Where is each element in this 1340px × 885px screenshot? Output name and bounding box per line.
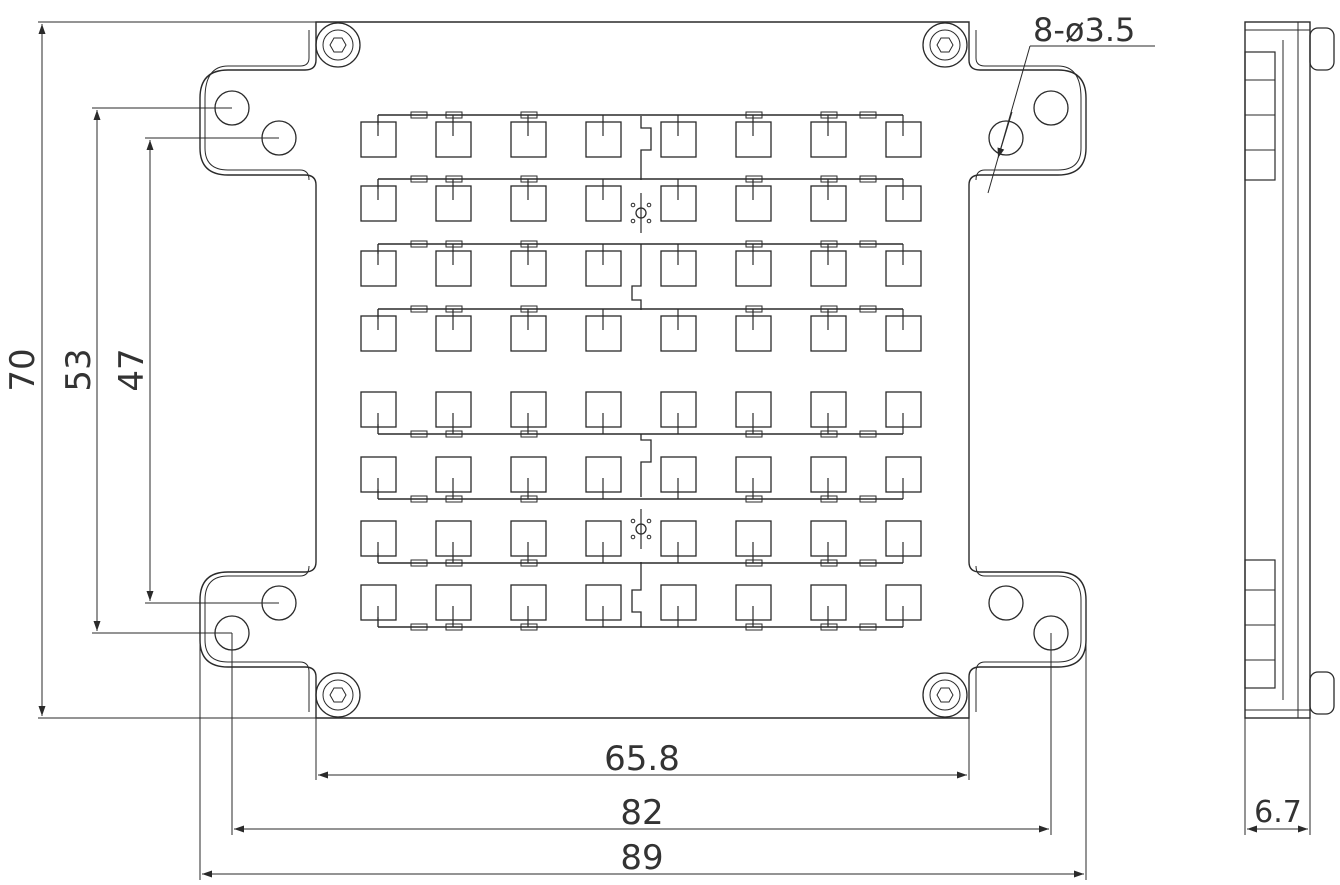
transformer-block	[520, 240, 538, 248]
coax-feed-point	[635, 207, 647, 219]
transformer-block	[820, 175, 838, 183]
transformer-block	[410, 240, 428, 248]
transformer-block	[745, 175, 763, 183]
corner-screw	[315, 672, 361, 718]
transformer-block	[445, 430, 463, 438]
transformer-block	[445, 240, 463, 248]
dim-6-7: 6.7	[1254, 795, 1302, 830]
transformer-block	[520, 111, 538, 119]
side-connector-bottom	[1244, 559, 1276, 689]
side-screw-head-bottom	[1309, 671, 1335, 715]
transformer-block	[445, 111, 463, 119]
dim-47: 47	[112, 348, 152, 391]
dimension-lines	[38, 21, 1311, 880]
side-view	[1244, 21, 1335, 719]
mounting-hole	[988, 585, 1024, 621]
transformer-block	[745, 495, 763, 503]
transformer-block	[410, 495, 428, 503]
ear-inner-line-bl	[204, 565, 310, 712]
center-feed-jog	[640, 116, 652, 180]
dim-53: 53	[59, 348, 99, 391]
transformer-block	[820, 111, 838, 119]
via-hole	[630, 218, 636, 224]
via-hole	[630, 534, 636, 540]
transformer-block	[520, 305, 538, 313]
transformer-block	[520, 623, 538, 631]
transformer-block	[820, 623, 838, 631]
transformer-block	[820, 430, 838, 438]
ear-inner-line-tl	[204, 30, 310, 181]
transformer-block	[859, 305, 877, 313]
side-screw-head-top	[1309, 27, 1335, 71]
transformer-block	[410, 559, 428, 567]
front-view	[199, 21, 1087, 719]
hole-callout: 8-ø3.5	[1033, 11, 1135, 49]
transformer-block	[859, 559, 877, 567]
transformer-block	[445, 623, 463, 631]
transformer-block	[445, 305, 463, 313]
transformer-block	[859, 175, 877, 183]
center-feed-jog	[640, 434, 652, 497]
transformer-block	[745, 240, 763, 248]
via-hole	[646, 218, 652, 224]
base-plate-outline	[199, 21, 1087, 719]
transformer-block	[859, 623, 877, 631]
transformer-block	[745, 305, 763, 313]
dim-70: 70	[3, 348, 43, 391]
transformer-block	[820, 559, 838, 567]
corner-screw	[922, 672, 968, 718]
side-connector-top	[1244, 51, 1276, 181]
center-feed-jog	[631, 244, 642, 310]
transformer-block	[859, 240, 877, 248]
ear-inner-line-tr	[975, 30, 1082, 181]
transformer-block	[859, 430, 877, 438]
transformer-block	[745, 559, 763, 567]
transformer-block	[520, 175, 538, 183]
dim-82: 82	[620, 793, 663, 833]
transformer-block	[820, 305, 838, 313]
transformer-block	[445, 175, 463, 183]
via-hole	[630, 518, 636, 524]
transformer-block	[410, 430, 428, 438]
dim-65-8: 65.8	[604, 739, 680, 779]
mounting-hole	[988, 120, 1024, 156]
transformer-block	[520, 430, 538, 438]
transformer-block	[410, 623, 428, 631]
transformer-block	[410, 305, 428, 313]
ear-inner-line-br	[975, 565, 1082, 712]
via-hole	[646, 518, 652, 524]
transformer-block	[445, 559, 463, 567]
side-body	[1244, 21, 1311, 719]
transformer-block	[859, 111, 877, 119]
dim-89: 89	[620, 838, 663, 878]
via-hole	[646, 202, 652, 208]
transformer-block	[410, 175, 428, 183]
transformer-block	[745, 111, 763, 119]
corner-screw	[922, 22, 968, 68]
corner-screws	[315, 22, 968, 718]
via-hole	[646, 534, 652, 540]
corner-screw	[315, 22, 361, 68]
coax-feed-point	[635, 523, 647, 535]
transformer-block	[410, 111, 428, 119]
mounting-hole	[1033, 90, 1069, 126]
feed-network	[377, 111, 904, 631]
transformer-block	[820, 495, 838, 503]
transformer-block	[520, 495, 538, 503]
transformer-block	[859, 495, 877, 503]
transformer-block	[745, 430, 763, 438]
center-feed-jog	[631, 562, 642, 627]
transformer-block	[745, 623, 763, 631]
transformer-block	[445, 495, 463, 503]
via-hole	[630, 202, 636, 208]
transformer-block	[520, 559, 538, 567]
transformer-block	[820, 240, 838, 248]
